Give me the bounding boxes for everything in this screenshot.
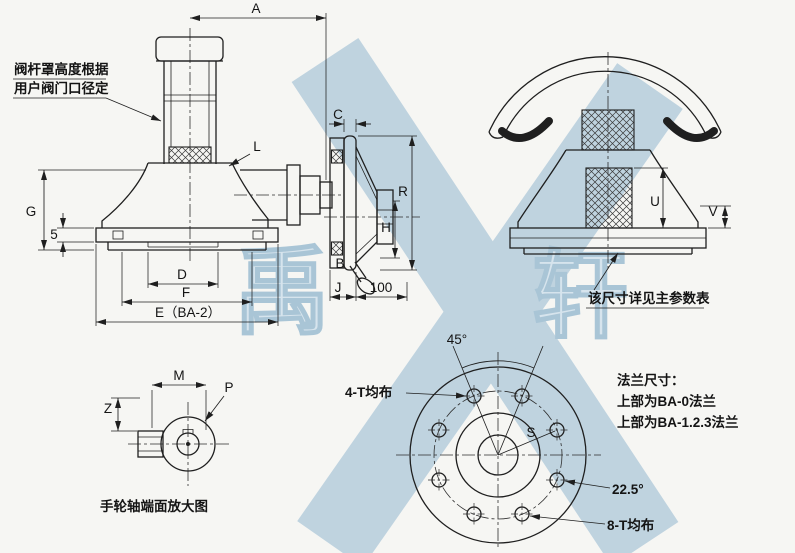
label-p: P	[224, 380, 233, 395]
dim-m-label: M	[173, 368, 184, 383]
flange-note-title: 法兰尺寸：	[617, 372, 685, 388]
handwheel-spoke-left	[498, 117, 553, 143]
handwheel-hub-section	[581, 109, 635, 151]
dim-z-label: Z	[104, 401, 112, 416]
label-l: L	[253, 139, 261, 154]
label-s: S	[526, 425, 535, 440]
stem-note-line2: 用户阀门口径定	[14, 80, 109, 96]
flange-note: 法兰尺寸： 上部为BA-0法兰 上部为BA-1.2.3法兰	[617, 372, 739, 430]
flange-view: 45° S 4-T均布 22.5° 8-T均布	[345, 332, 654, 550]
dim-g-label: G	[26, 204, 37, 219]
flange-note-line1: 上部为BA-0法兰	[617, 393, 716, 409]
front-view: U V 该尺寸详见主参数表	[488, 52, 731, 309]
flange-note-line2: 上部为BA-1.2.3法兰	[617, 414, 739, 430]
dim-f-label: F	[182, 285, 190, 300]
stem-nut-section-front	[585, 167, 633, 229]
stem-nut-section	[168, 146, 212, 164]
watermark: 禹 轩	[233, 37, 683, 553]
angle-225-label: 22.5°	[612, 482, 644, 497]
angle-45-label: 45°	[447, 332, 467, 347]
dim-v-label: V	[708, 204, 717, 219]
parameter-table-note: 该尺寸详见主参数表	[588, 290, 710, 306]
label-b: B	[335, 256, 344, 271]
dim-5-label: 5	[50, 227, 58, 242]
label-4t: 4-T均布	[345, 384, 392, 400]
dim-c-label: C	[333, 107, 343, 122]
shaft-end-detail-view: M P Z 手轮轴端面放大图	[100, 368, 234, 514]
dim-r-label: R	[398, 184, 408, 199]
detail-caption: 手轮轴端面放大图	[100, 498, 208, 514]
dim-e-label: E（BA-2）	[155, 305, 221, 320]
left-side-view: A G 5 D F E（BA-2） L 阀杆罩高度根据 用户阀门口径定	[13, 1, 344, 326]
dim-u-label: U	[650, 194, 660, 209]
section-view: C R H B J 100	[324, 107, 420, 301]
dim-d-label: D	[177, 267, 187, 282]
watermark-char-left: 禹	[234, 236, 330, 348]
dim-a-label: A	[251, 1, 260, 16]
dim-j-label: J	[335, 280, 342, 295]
stem-note-line1: 阀杆罩高度根据	[14, 61, 109, 77]
handwheel-spoke-right	[663, 117, 718, 143]
dim-100-label: 100	[370, 280, 393, 295]
label-8t: 8-T均布	[607, 517, 654, 533]
dim-h-label: H	[381, 220, 391, 235]
